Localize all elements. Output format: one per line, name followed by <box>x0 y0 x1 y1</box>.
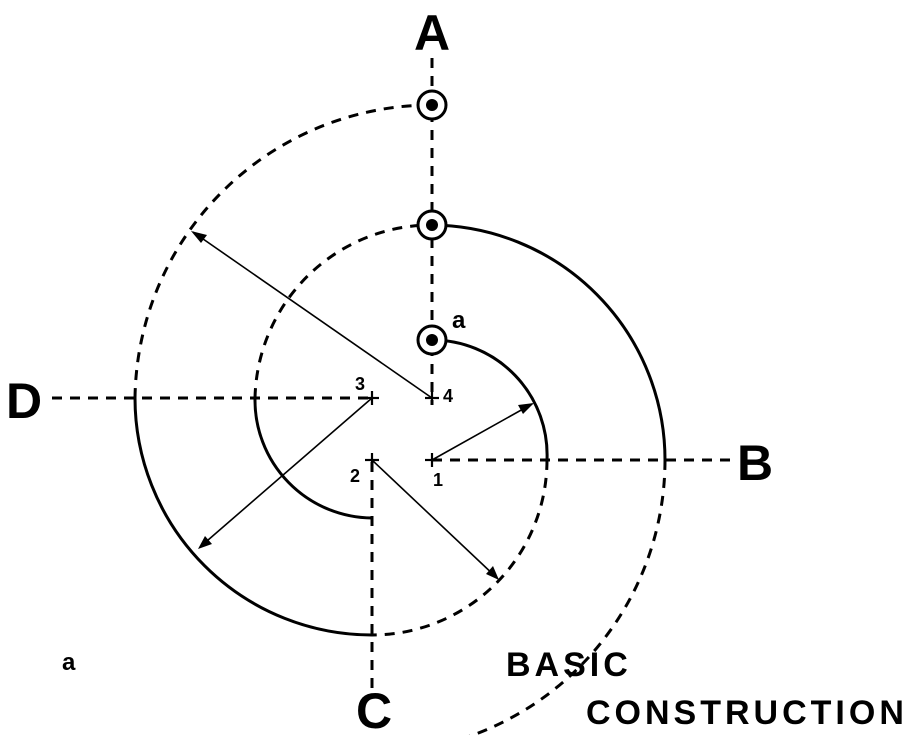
target-marker-outer <box>416 89 448 121</box>
arrowhead-4 <box>191 231 207 243</box>
arc-center-1-large <box>431 223 667 461</box>
radius-arrow-3 <box>199 397 373 548</box>
construction-lines <box>52 58 732 688</box>
arc-center-4-small <box>133 103 433 399</box>
arrowhead-2 <box>486 566 499 580</box>
caption-line-1: BASIC <box>506 646 632 684</box>
center-3-cross <box>365 391 379 405</box>
target-marker-start <box>416 324 448 356</box>
arc-center-1-small <box>431 338 549 461</box>
center-label-3: 3 <box>355 374 365 394</box>
arrowhead-1 <box>518 403 534 414</box>
arc-center-3-small-return <box>253 397 373 520</box>
arc-center-2-small <box>371 459 549 637</box>
center-label-4: 4 <box>443 386 453 406</box>
caption-line-2: CONSTRUCTION <box>586 694 908 732</box>
center-marks <box>365 391 439 467</box>
spiral-arcs <box>133 103 667 735</box>
center-label-1: 1 <box>433 470 443 490</box>
axis-label-a: A <box>414 5 450 61</box>
arc-center-3-small <box>133 397 373 637</box>
arc-center-4-small-return <box>253 223 433 399</box>
radius-arrows <box>191 231 534 580</box>
radius-arrow-1 <box>431 403 533 461</box>
arrowhead-3 <box>198 536 212 549</box>
figure-label: a <box>62 649 76 676</box>
start-point-label: a <box>452 307 466 334</box>
axis-label-d: D <box>6 373 42 429</box>
radius-arrow-4 <box>192 231 433 399</box>
target-markers <box>416 89 448 356</box>
center-label-2: 2 <box>350 466 360 486</box>
axis-label-b: B <box>737 435 773 491</box>
center-1-cross <box>425 453 439 467</box>
center-4-cross <box>425 391 439 405</box>
target-marker-middle <box>416 209 448 241</box>
axis-label-c: C <box>356 683 392 735</box>
center-2-cross <box>365 453 379 467</box>
radius-arrow-2 <box>371 459 498 579</box>
